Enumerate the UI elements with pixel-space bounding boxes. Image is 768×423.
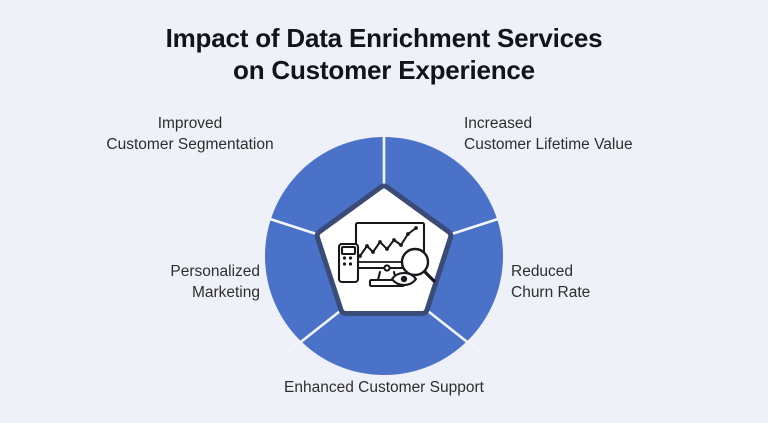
segment-label-increased-customer-lifetime-value: Increased Customer Lifetime Value — [464, 115, 633, 153]
segment-wheel-diagram — [264, 135, 504, 376]
title-line-1: Impact of Data Enrichment Services — [165, 23, 603, 53]
calculator-display — [340, 245, 357, 256]
chart-data-points — [358, 226, 418, 258]
magnifying-glass-lens — [400, 247, 430, 277]
page-title: Impact of Data Enrichment Services on Cu… — [0, 22, 768, 86]
data-analytics-icon — [337, 221, 436, 288]
title-line-2: on Customer Experience — [233, 55, 535, 85]
segment-label-reduced-churn-rate: Reduced Churn Rate — [511, 263, 591, 301]
segment-label-improved-customer-segmentation: Improved Customer Segmentation — [106, 115, 274, 153]
stylus-tip — [400, 275, 408, 283]
segment-label-personalized-marketing: Personalized Marketing — [170, 263, 260, 301]
calculator-keys — [342, 256, 353, 266]
magnifying-glass-handle — [422, 269, 436, 283]
monitor-button — [383, 264, 391, 272]
segment-label-enhanced-customer-support: Enhanced Customer Support — [284, 379, 484, 396]
